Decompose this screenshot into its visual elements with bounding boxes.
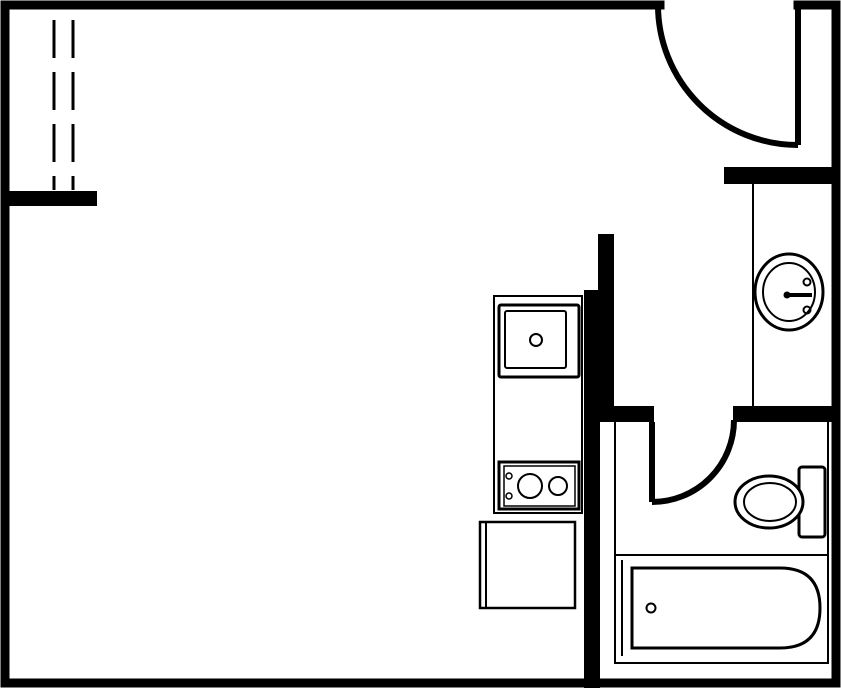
kitchen-counter [493,295,583,514]
two-burner-stove-icon [497,460,581,511]
kitchen-sink-inner [504,310,567,369]
kitchen-sink-drain [529,333,543,347]
door-swing-arc-icon [649,419,737,505]
bath-door-arc [651,419,737,505]
vanity-tap-lower [802,305,812,315]
bath-wall-left [584,406,600,688]
vanity-sink-outer [753,252,825,332]
lavatory-icon [753,252,825,332]
cooktop-inner [503,465,576,507]
vanity-tap-upper [802,277,812,287]
window-dashed-lines-icon [52,20,75,190]
vanity-sink-inner [762,262,816,322]
fridge-icon [478,520,577,610]
counter-outline [493,295,583,514]
fridge-outer [478,520,577,610]
kitchen-sink-outer [497,303,581,379]
control-knob-bottom [505,492,513,500]
bath-wall-right-top [733,406,836,422]
bathtub-basin [630,566,822,650]
vanity-drain [783,291,791,299]
cooktop-outer [497,460,581,511]
toilet-icon [733,465,827,539]
toilet-bowl-inner [743,482,797,522]
entry-door-arc [655,4,799,148]
burner-small [548,476,568,496]
burner-large [517,473,543,499]
kitchen-partition-thick [584,290,608,412]
bath-wall-left-inner [600,406,654,422]
control-knob-top [505,472,513,480]
sink-icon [497,303,581,379]
bathtub-drain [645,602,657,614]
wall-stub-left [5,191,97,206]
bathtub-icon [621,560,822,656]
bath-top-wall [724,167,836,184]
